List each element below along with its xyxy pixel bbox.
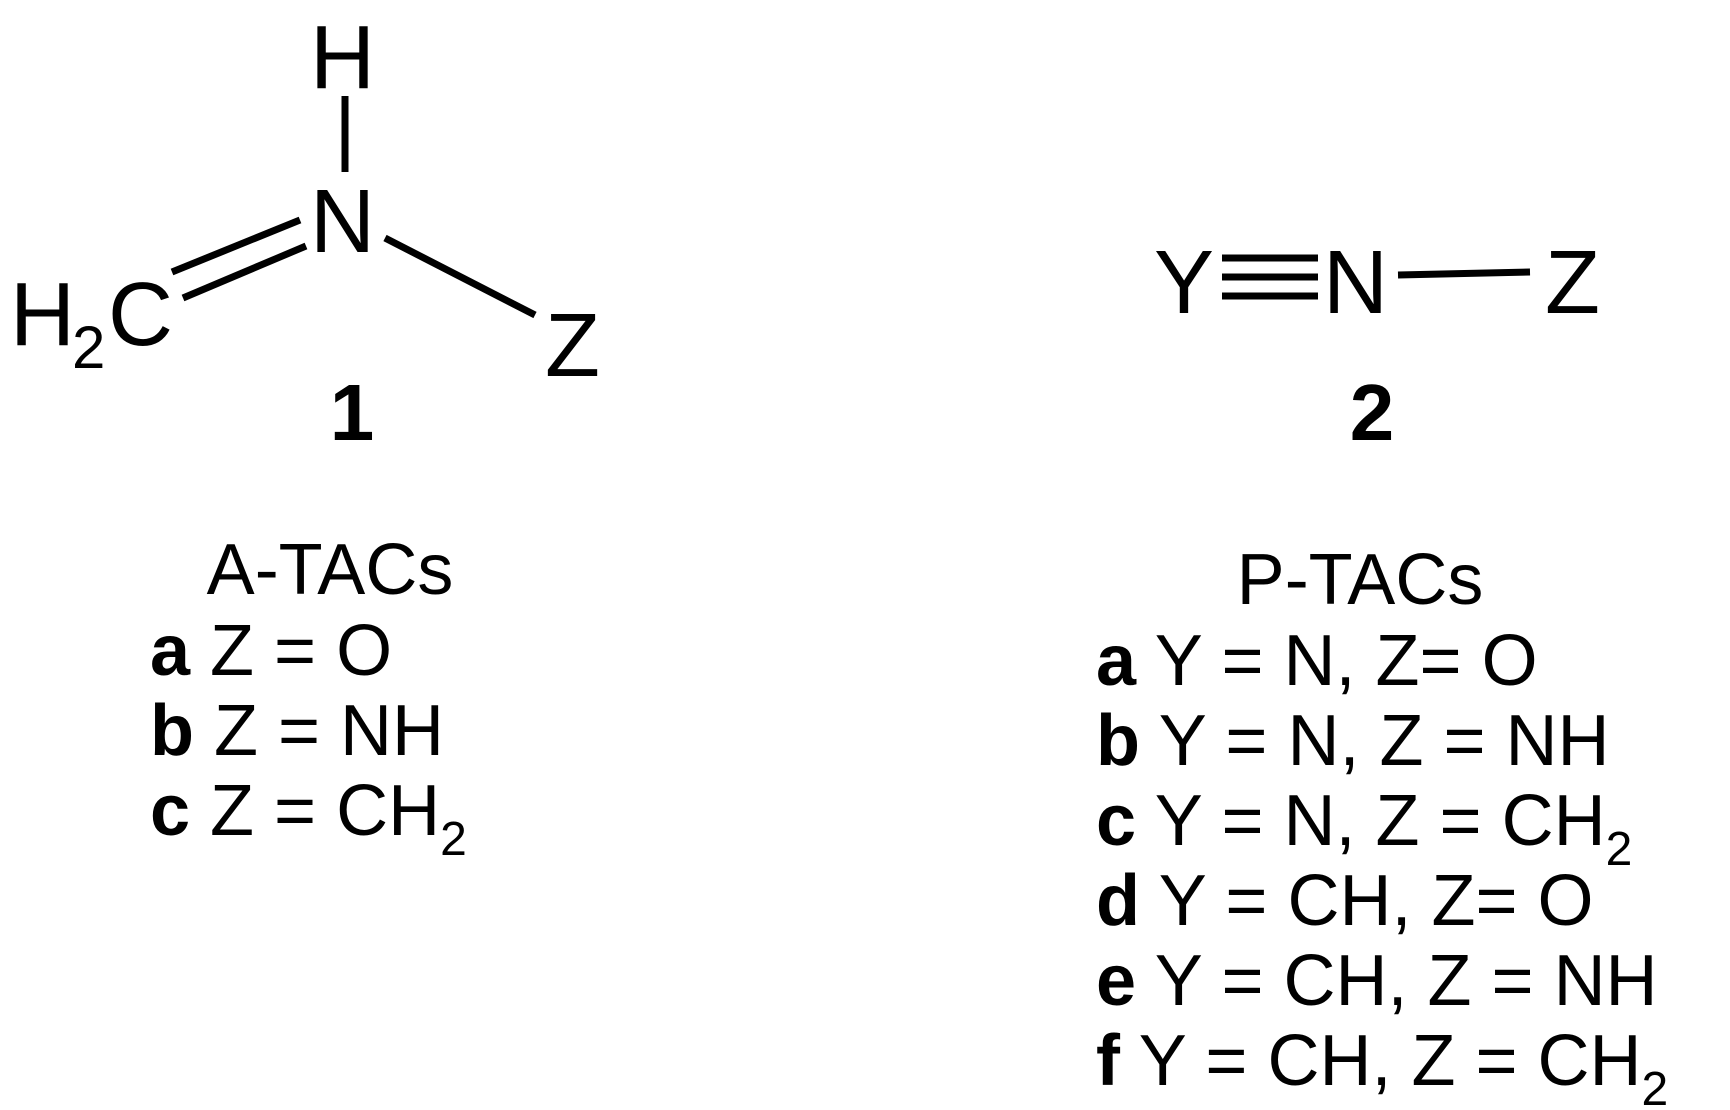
atom-n-2: N: [1323, 233, 1388, 333]
atom-z-2: Z: [1545, 233, 1600, 333]
item-text: Y = N, Z = CH: [1136, 781, 1606, 861]
item-subscript: 2: [1642, 1063, 1669, 1110]
atom-h2c-c: C: [108, 265, 173, 365]
a-tacs-title: A-TACs: [207, 530, 454, 610]
structure-1: H N H 2 C Z 1: [10, 8, 600, 457]
item-subscript: 2: [1606, 823, 1633, 876]
p-tacs-item-d: d Y = CH, Z= O: [1096, 861, 1594, 941]
p-tacs-item-c: c Y = N, Z = CH2: [1096, 781, 1632, 876]
item-key: a: [150, 611, 191, 691]
structure-2: Y N Z 2: [1154, 233, 1600, 457]
item-key: c: [150, 771, 190, 851]
item-key: c: [1096, 781, 1136, 861]
atom-h-top: H: [310, 8, 375, 108]
item-text: Y = N, Z = NH: [1140, 701, 1610, 781]
p-tacs-item-a: a Y = N, Z= O: [1096, 621, 1538, 701]
item-text: Z = NH: [194, 691, 444, 771]
item-key: b: [1096, 701, 1140, 781]
p-tacs-list: a Y = N, Z= Ob Y = N, Z = NHc Y = N, Z =…: [1096, 621, 1668, 1110]
p-tacs-item-e: e Y = CH, Z = NH: [1096, 941, 1658, 1021]
p-tacs-title: P-TACs: [1237, 540, 1484, 620]
compound-number-2: 2: [1350, 368, 1395, 457]
n-z-single-bond: [1397, 268, 1531, 279]
item-key: d: [1096, 861, 1140, 941]
c-n-double-bond-inner: [181, 242, 308, 302]
a-tacs-legend: A-TACs a Z = Ob Z = NHc Z = CH2: [150, 530, 467, 866]
a-tacs-item-c: c Z = CH2: [150, 771, 467, 866]
compound-number-1: 1: [330, 368, 375, 457]
atom-h2c-h: H: [10, 265, 75, 365]
item-key: b: [150, 691, 194, 771]
a-tacs-item-a: a Z = O: [150, 611, 392, 691]
item-text: Y = CH, Z = CH: [1120, 1021, 1642, 1101]
n-z-bond: [383, 234, 537, 319]
a-tacs-item-b: b Z = NH: [150, 691, 444, 771]
item-text: Y = CH, Z= O: [1140, 861, 1594, 941]
item-key: f: [1096, 1021, 1121, 1101]
item-text: Y = CH, Z = NH: [1136, 941, 1658, 1021]
atom-z: Z: [545, 296, 600, 396]
atom-y: Y: [1154, 233, 1214, 333]
item-subscript: 2: [440, 813, 467, 866]
atom-n: N: [310, 172, 375, 272]
item-key: e: [1096, 941, 1136, 1021]
atom-h2c-subscript: 2: [72, 314, 105, 381]
p-tacs-item-b: b Y = N, Z = NH: [1096, 701, 1610, 781]
p-tacs-legend: P-TACs a Y = N, Z= Ob Y = N, Z = NHc Y =…: [1096, 540, 1668, 1110]
item-text: Y = N, Z= O: [1136, 621, 1538, 701]
item-text: Z = O: [190, 611, 392, 691]
c-n-double-bond-outer: [170, 216, 302, 276]
item-key: a: [1096, 621, 1137, 701]
a-tacs-list: a Z = Ob Z = NHc Z = CH2: [150, 611, 467, 866]
p-tacs-item-f: f Y = CH, Z = CH2: [1096, 1021, 1668, 1110]
item-text: Z = CH: [190, 771, 440, 851]
